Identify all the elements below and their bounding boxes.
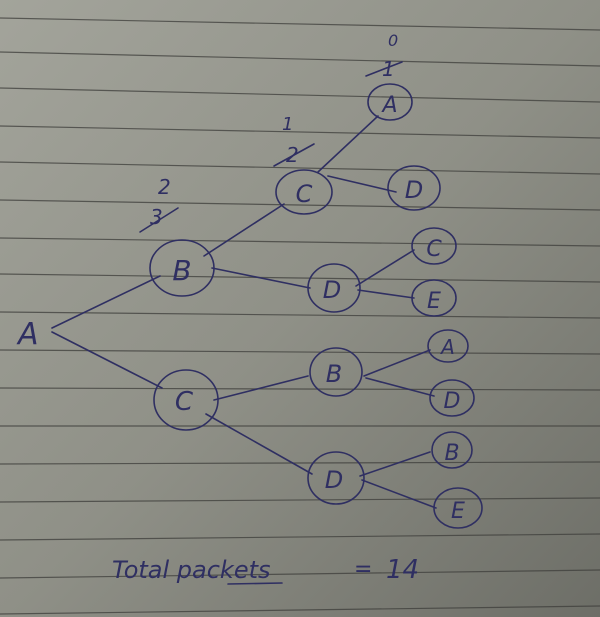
node-e2: E [433, 487, 483, 529]
edge-d4-e2 [361, 479, 437, 509]
node-d1: D [387, 165, 441, 211]
node-label: B [444, 441, 459, 466]
edge-b2-a2 [363, 349, 431, 377]
edge-c1-a1 [317, 115, 379, 173]
node-circle [149, 239, 215, 297]
node-circle [433, 487, 483, 529]
node-label: B [326, 360, 342, 388]
node-b1: B 2 3 [139, 175, 215, 297]
node-label: C [426, 237, 442, 262]
ruled-lines [0, 17, 600, 615]
b1-new-count: 2 [158, 175, 171, 199]
edge-b2-d3 [365, 377, 435, 397]
node-root: A [16, 317, 39, 352]
edge-root-c1 [51, 331, 163, 389]
edge-c1-d1 [327, 175, 397, 193]
strike-mark [139, 207, 179, 233]
edge-c3-b2 [213, 375, 309, 401]
node-circle [367, 83, 413, 121]
underline [227, 582, 283, 585]
node-c2: C [411, 227, 457, 265]
node-circle [431, 431, 473, 469]
strike-mark [365, 61, 403, 77]
node-d2: D [307, 263, 361, 313]
edge-d4-b3 [359, 451, 431, 477]
node-c1: C 1 2 [273, 114, 333, 215]
node-d3: D [429, 379, 475, 417]
equals-sign: = [354, 557, 372, 582]
node-circle [411, 227, 457, 265]
node-circle [309, 347, 363, 397]
strike-mark [273, 143, 315, 167]
node-a2: A [427, 329, 469, 363]
node-label: E [427, 289, 441, 314]
node-circle [307, 263, 361, 313]
node-circle [387, 165, 441, 211]
node-label: A [16, 317, 39, 352]
node-b3: B [431, 431, 473, 469]
node-label: C [175, 387, 194, 417]
node-circle [411, 279, 457, 317]
edge-c3-d4 [205, 413, 313, 475]
a1-new-count: 0 [388, 31, 398, 50]
node-label: D [323, 276, 341, 304]
edge-root-b1 [51, 275, 161, 329]
a1-struck-count: 1 [382, 57, 395, 81]
edge-d2-e1 [357, 289, 415, 299]
node-a1: A 0 1 [365, 31, 413, 121]
node-label: B [172, 254, 191, 287]
node-d4: D [307, 451, 365, 505]
node-label: D [325, 466, 343, 494]
node-circle [275, 169, 333, 215]
total-label: Total packets [112, 556, 271, 584]
tree-edges [51, 115, 437, 509]
total-packets-note: Total packets = 14 [112, 555, 419, 585]
node-circle [429, 379, 475, 417]
edge-b1-c1 [203, 203, 285, 257]
node-circle [307, 451, 365, 505]
node-label: A [439, 335, 455, 359]
node-label: D [405, 176, 423, 204]
total-value: 14 [386, 555, 419, 585]
node-c3: C [153, 369, 219, 431]
node-circle [427, 329, 469, 363]
node-b2: B [309, 347, 363, 397]
c1-new-count: 1 [282, 114, 293, 135]
node-e1: E [411, 279, 457, 317]
node-label: C [296, 180, 313, 208]
edge-d2-c2 [355, 249, 415, 287]
edge-b1-d2 [211, 267, 311, 289]
node-label: E [451, 499, 465, 524]
node-label: D [444, 389, 461, 414]
node-label: A [380, 93, 397, 118]
node-circle [153, 369, 219, 431]
